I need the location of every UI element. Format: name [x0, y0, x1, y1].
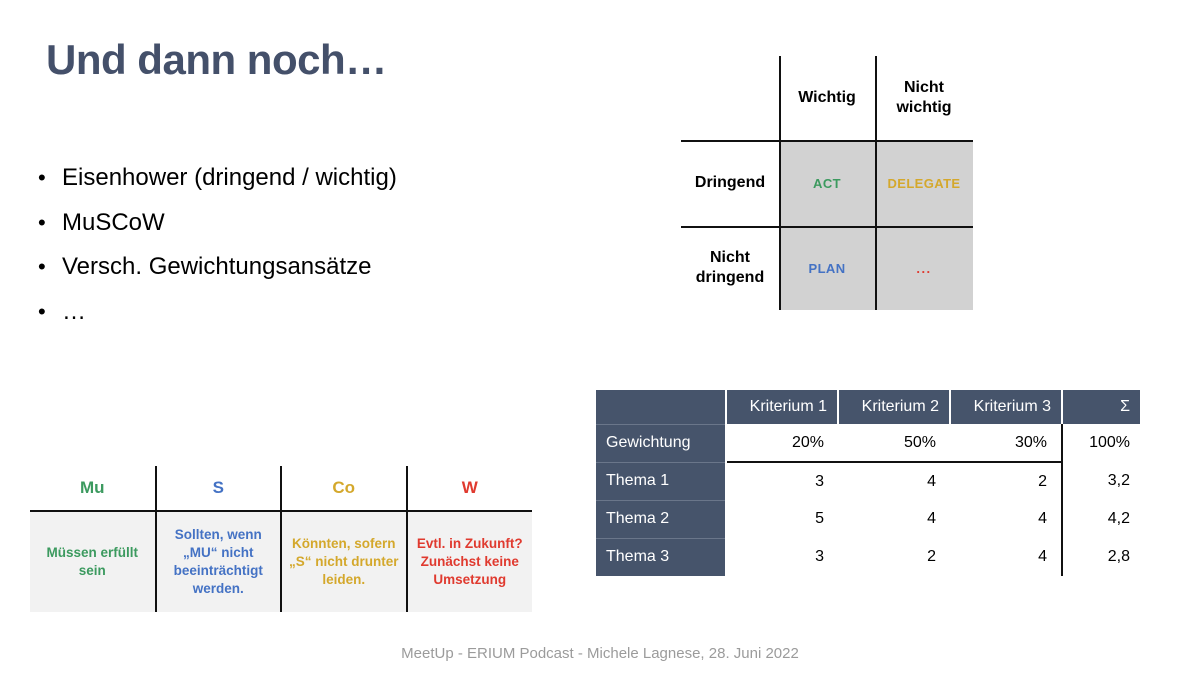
list-item-label: MuSCoW	[62, 208, 165, 236]
moscow-header-w: W	[405, 466, 532, 512]
eisenhower-horizontal-divider-2	[681, 226, 973, 228]
weighting-sum-cell: 3,2	[1061, 462, 1140, 500]
moscow-header-row: Mu S Co W	[30, 466, 532, 512]
moscow-header-mu: Mu	[30, 466, 156, 512]
weighting-header-kriterium-1: Kriterium 1	[726, 390, 839, 424]
list-item-label: Eisenhower (dringend / wichtig)	[62, 164, 397, 191]
weighting-cell: 4	[838, 500, 950, 538]
bullet-dot-icon: •	[38, 209, 46, 235]
eisenhower-horizontal-divider-1	[681, 140, 973, 142]
weighting-cell: 5	[726, 500, 838, 538]
list-item: • MuSCoW	[38, 209, 508, 237]
weighting-cell: 20%	[726, 424, 838, 463]
list-item: • Versch. Gewichtungsansätze	[38, 253, 508, 281]
moscow-header-s: S	[154, 466, 281, 512]
moscow-table: Mu S Co W Müssen erfüllt sein Sollten, w…	[30, 466, 532, 612]
table-row: Thema 3 3 2 4 2,8	[596, 537, 1140, 576]
table-row: Gewichtung 20% 50% 30% 100%	[596, 423, 1140, 463]
eisenhower-vertical-divider-2	[875, 56, 877, 310]
bullet-list: • Eisenhower (dringend / wichtig) • MuSC…	[38, 164, 508, 342]
weighting-sum-cell: 100%	[1061, 424, 1140, 462]
weighting-row-label-gewichtung: Gewichtung	[596, 423, 727, 462]
slide-footer: MeetUp - ERIUM Podcast - Michele Lagnese…	[401, 645, 799, 662]
moscow-cell-w: Evtl. in Zukunft? Zunächst keine Umsetzu…	[405, 511, 532, 612]
page-title: Und dann noch…	[46, 36, 387, 83]
weighting-row-label-thema-2: Thema 2	[596, 499, 727, 538]
bullet-dot-icon: •	[38, 165, 46, 190]
moscow-cell-s: Sollten, wenn „MU“ nicht beeinträchtigt …	[154, 511, 281, 612]
eisenhower-col-header-nicht-wichtig: Nicht wichtig	[875, 56, 973, 140]
weighting-cell: 3	[726, 462, 838, 500]
moscow-cell-mu: Müssen erfüllt sein	[30, 511, 156, 612]
list-item: • …	[38, 298, 508, 326]
weighting-table: Kriterium 1 Kriterium 2 Kriterium 3 Σ Ge…	[596, 390, 1140, 576]
moscow-body-row: Müssen erfüllt sein Sollten, wenn „MU“ n…	[30, 511, 532, 612]
eisenhower-cell-plan: PLAN	[779, 226, 875, 310]
weighting-sum-cell: 2,8	[1061, 538, 1140, 576]
eisenhower-row-header-nicht-dringend: Nicht dringend	[681, 226, 779, 310]
bullet-dot-icon: •	[38, 298, 46, 324]
weighting-header-kriterium-2: Kriterium 2	[838, 390, 951, 424]
weighting-row-label-thema-1: Thema 1	[596, 461, 727, 500]
eisenhower-cell-delegate: DELEGATE	[875, 140, 973, 226]
weighting-cell: 30%	[950, 424, 1062, 463]
table-row: Thema 2 5 4 4 4,2	[596, 499, 1140, 538]
eisenhower-row-header-dringend: Dringend	[681, 140, 779, 226]
list-item-label: Versch. Gewichtungsansätze	[62, 253, 372, 281]
eisenhower-matrix: Wichtig Nicht wichtig Dringend ACT DELEG…	[681, 56, 973, 310]
weighting-sum-cell: 4,2	[1061, 500, 1140, 538]
weighting-header-kriterium-3: Kriterium 3	[950, 390, 1063, 424]
weighting-cell: 4	[950, 500, 1062, 538]
eisenhower-cell-act: ACT	[779, 140, 875, 226]
weighting-cell: 3	[726, 538, 838, 576]
table-row: Thema 1 3 4 2 3,2	[596, 461, 1140, 500]
weighting-header-row: Kriterium 1 Kriterium 2 Kriterium 3 Σ	[596, 390, 1140, 424]
eisenhower-cell-dots: ...	[875, 226, 973, 310]
list-item: • Eisenhower (dringend / wichtig)	[38, 164, 508, 192]
weighting-cell: 2	[838, 538, 950, 576]
weighting-cell: 4	[950, 538, 1062, 576]
weighting-header-blank	[596, 390, 727, 424]
weighting-cell: 2	[950, 462, 1062, 500]
moscow-header-co: Co	[280, 466, 407, 512]
weighting-cell: 50%	[838, 424, 950, 463]
weighting-row-label-thema-3: Thema 3	[596, 537, 727, 576]
weighting-cell: 4	[838, 462, 950, 500]
bullet-dot-icon: •	[38, 254, 46, 280]
eisenhower-col-header-wichtig: Wichtig	[779, 56, 875, 140]
eisenhower-vertical-divider-1	[779, 56, 781, 310]
eisenhower-corner-cell	[681, 56, 779, 140]
weighting-header-sum: Σ	[1062, 390, 1140, 424]
list-item-label: …	[62, 297, 86, 325]
moscow-cell-co: Könnten, sofern „S“ nicht drunter leiden…	[280, 511, 407, 612]
